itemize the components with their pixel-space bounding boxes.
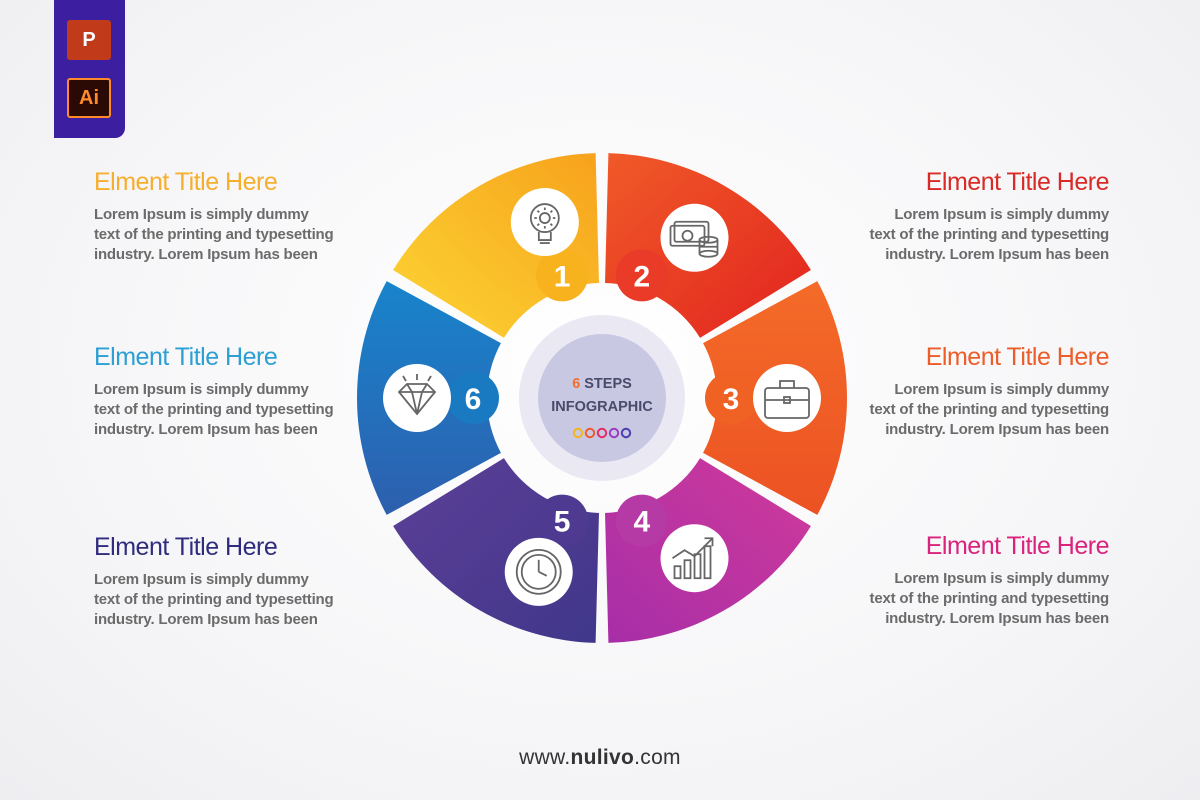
center-dot (620, 427, 632, 439)
diamond-icon (383, 364, 451, 432)
illustrator-icon: Ai (67, 78, 111, 118)
step-1-title: Elment Title Here (94, 168, 278, 196)
step-2-number-tab (615, 249, 668, 302)
step-4-title: Elment Title Here (925, 532, 1110, 560)
briefcase-icon (753, 364, 821, 432)
center-dot (572, 427, 584, 439)
step-6-number-tab (447, 372, 499, 424)
step-4-number: 4 (634, 506, 651, 539)
center-dot (596, 427, 608, 439)
step-2-number: 2 (634, 260, 651, 293)
step-6-title: Elment Title Here (94, 343, 278, 371)
step-3-number: 3 (723, 383, 740, 416)
center-title-line2: INFOGRAPHIC (551, 399, 653, 415)
step-1-segment: 1 (393, 153, 599, 338)
step-6-number: 6 (465, 383, 482, 416)
footer-url[interactable]: www.nulivo.com (519, 746, 681, 769)
center-dot (608, 427, 620, 439)
step-6-text-block: Elment Title Here Lorem Ipsum is simply … (94, 343, 334, 440)
step-4-segment: 4 (605, 458, 811, 643)
center-hub-inner (538, 334, 666, 462)
step-3-title: Elment Title Here (925, 343, 1110, 371)
step-1-number: 1 (554, 260, 571, 293)
center-color-dots (572, 427, 632, 439)
lightbulb-gear-icon (510, 188, 579, 257)
step-1-number-tab (536, 249, 589, 302)
powerpoint-icon: P (67, 20, 111, 60)
step-2-text-block: Elment Title Here Lorem Ipsum is simply … (869, 168, 1110, 265)
step-3-number-tab (705, 372, 757, 424)
step-5-title: Elment Title Here (94, 533, 278, 561)
center-dot (584, 427, 596, 439)
money-coins-icon (660, 203, 729, 272)
step-4-text-block: Elment Title Here Lorem Ipsum is simply … (869, 532, 1110, 629)
step-5-number: 5 (554, 506, 571, 539)
step-5-text-block: Elment Title Here Lorem Ipsum is simply … (94, 533, 334, 630)
software-badge: P Ai (54, 0, 125, 138)
step-3-text-block: Elment Title Here Lorem Ipsum is simply … (869, 343, 1110, 440)
step-5-segment: 5 (393, 458, 599, 643)
step-6-segment: 6 (357, 281, 501, 515)
step-1-text-block: Elment Title Here Lorem Ipsum is simply … (94, 168, 334, 265)
step-2-segment: 2 (605, 153, 811, 338)
step-4-number-tab (615, 494, 668, 547)
step-2-title: Elment Title Here (925, 168, 1110, 196)
step-5-number-tab (536, 494, 589, 547)
step-3-segment: 3 (703, 281, 847, 515)
